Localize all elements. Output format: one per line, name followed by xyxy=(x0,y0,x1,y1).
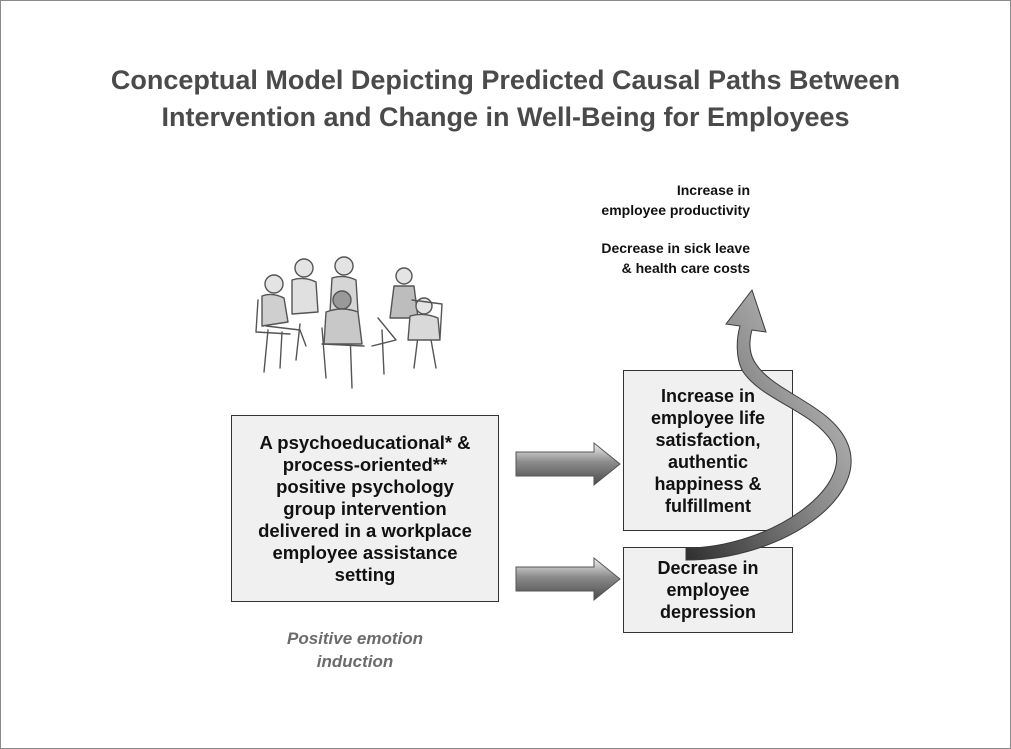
outcomes-text: Increase in employee productivity Decrea… xyxy=(540,180,750,278)
intervention-line: setting xyxy=(334,563,396,585)
costs-line-1: Decrease in sick leave xyxy=(601,240,750,256)
intervention-line: group intervention xyxy=(283,497,447,519)
life-line: employee life xyxy=(650,407,766,428)
intervention-line: positive psychology xyxy=(276,475,454,497)
depression-line: employee xyxy=(666,580,750,600)
depression-line: depression xyxy=(659,602,757,622)
depression-box: Decrease in employee depression xyxy=(623,547,793,633)
note-line-1: Positive emotion xyxy=(286,629,424,648)
title-line-1: Conceptual Model Depicting Predicted Cau… xyxy=(110,65,901,95)
page-title: Conceptual Model Depicting Predicted Cau… xyxy=(30,62,981,136)
note-line-2: induction xyxy=(316,652,394,671)
productivity-line-1: Increase in xyxy=(676,182,750,198)
intervention-line: employee assistance xyxy=(272,541,458,563)
life-line: satisfaction, xyxy=(655,429,761,450)
intervention-line: delivered in a workplace xyxy=(258,519,472,541)
life-line: happiness & xyxy=(654,473,762,494)
costs-line-2: & health care costs xyxy=(621,260,750,276)
life-line: authentic xyxy=(667,451,748,472)
intervention-line: A psychoeducational* & xyxy=(259,431,471,453)
life-line: Increase in xyxy=(660,385,756,406)
life-line: fulfillment xyxy=(665,495,751,516)
positive-emotion-note: Positive emotion induction xyxy=(240,627,470,673)
productivity-line-2: employee productivity xyxy=(601,202,750,218)
intervention-line: process-oriented** xyxy=(282,453,448,475)
title-line-2: Intervention and Change in Well-Being fo… xyxy=(161,102,850,132)
depression-line: Decrease in xyxy=(657,558,759,578)
life-satisfaction-box: Increase in employee life satisfaction, … xyxy=(623,370,793,531)
intervention-box: A psychoeducational* & process-oriented*… xyxy=(231,415,499,602)
